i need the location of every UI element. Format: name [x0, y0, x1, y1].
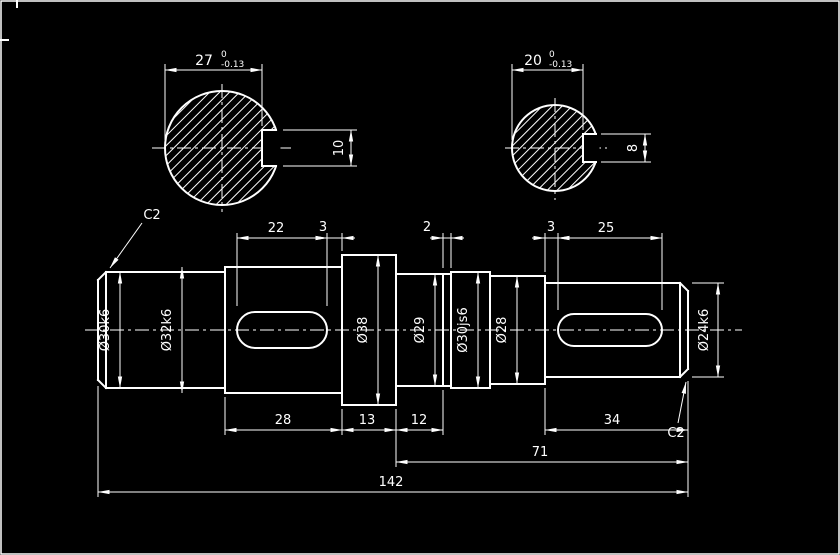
dia-label-seg3: Ø38 [356, 317, 371, 344]
right-section-view: 20 0 -0.13 8 [505, 50, 651, 200]
right-keyway-width-dimension: 8 [601, 133, 651, 163]
dim-34-text: 34 [604, 413, 621, 428]
dia-label-seg7: Ø24k6 [697, 309, 712, 352]
shaft-view: C2 C2 Ø30k6 Ø32k6 Ø38 Ø29 Ø30js6 Ø28 Ø24… [85, 208, 742, 497]
dia-label-seg6: Ø28 [495, 317, 510, 344]
dim-142-text: 142 [379, 475, 404, 490]
dim-25-text: 25 [598, 221, 615, 236]
dia-label-seg1: Ø30k6 [98, 309, 113, 352]
dia-label-seg2: Ø32k6 [160, 309, 175, 352]
dia-label-seg4: Ø29 [413, 317, 428, 344]
dim-20-tol-upper: 0 [549, 50, 555, 60]
right-keyway-top-view [557, 313, 663, 347]
shaft-outline [96, 254, 690, 406]
dia-label-seg5: Ø30js6 [456, 307, 471, 352]
dim-27-tol-upper: 0 [221, 50, 227, 60]
dim-71-text: 71 [532, 445, 549, 460]
right-keyway-slot-outline [582, 133, 597, 163]
left-keyway-top-view [236, 311, 328, 349]
right-width-dimension: 20 0 -0.13 [511, 50, 584, 140]
left-keyway-width-dimension: 10 [283, 129, 357, 167]
dim-10-text: 10 [332, 140, 347, 157]
top-dimensions: 22 3 2 3 25 [236, 220, 663, 310]
dim-28-text: 28 [275, 413, 292, 428]
dim-27-tol-lower: -0.13 [221, 60, 244, 70]
left-section-view: 27 0 -0.13 10 [152, 50, 357, 212]
sheet-corner-marks [0, 0, 18, 41]
bottom-dimensions: 28 13 12 34 71 142 [97, 381, 689, 497]
dim-3-left-text: 3 [319, 220, 327, 235]
diameter-dimensions: Ø30k6 Ø32k6 Ø38 Ø29 Ø30js6 Ø28 Ø24k6 [98, 254, 724, 406]
dim-20-tol-lower: -0.13 [549, 60, 572, 70]
dim-8-text: 8 [626, 144, 641, 152]
chamfer-left-callout: C2 [109, 208, 161, 269]
chamfer-right-label: C2 [667, 426, 684, 441]
dim-22-text: 22 [268, 221, 285, 236]
left-width-dimension: 27 0 -0.13 [164, 50, 263, 140]
right-keyway-slot-fill [583, 134, 600, 162]
dim-13-text: 13 [359, 413, 376, 428]
dim-20-text: 20 [524, 53, 542, 69]
dim-3-right-text: 3 [547, 220, 555, 235]
left-keyway-slot-outline [261, 129, 277, 167]
dim-27-text: 27 [195, 53, 213, 69]
dim-12-text: 12 [411, 413, 428, 428]
left-keyway-slot-fill [262, 130, 281, 166]
dim-2-text: 2 [423, 220, 431, 235]
chamfer-left-label: C2 [143, 208, 160, 223]
